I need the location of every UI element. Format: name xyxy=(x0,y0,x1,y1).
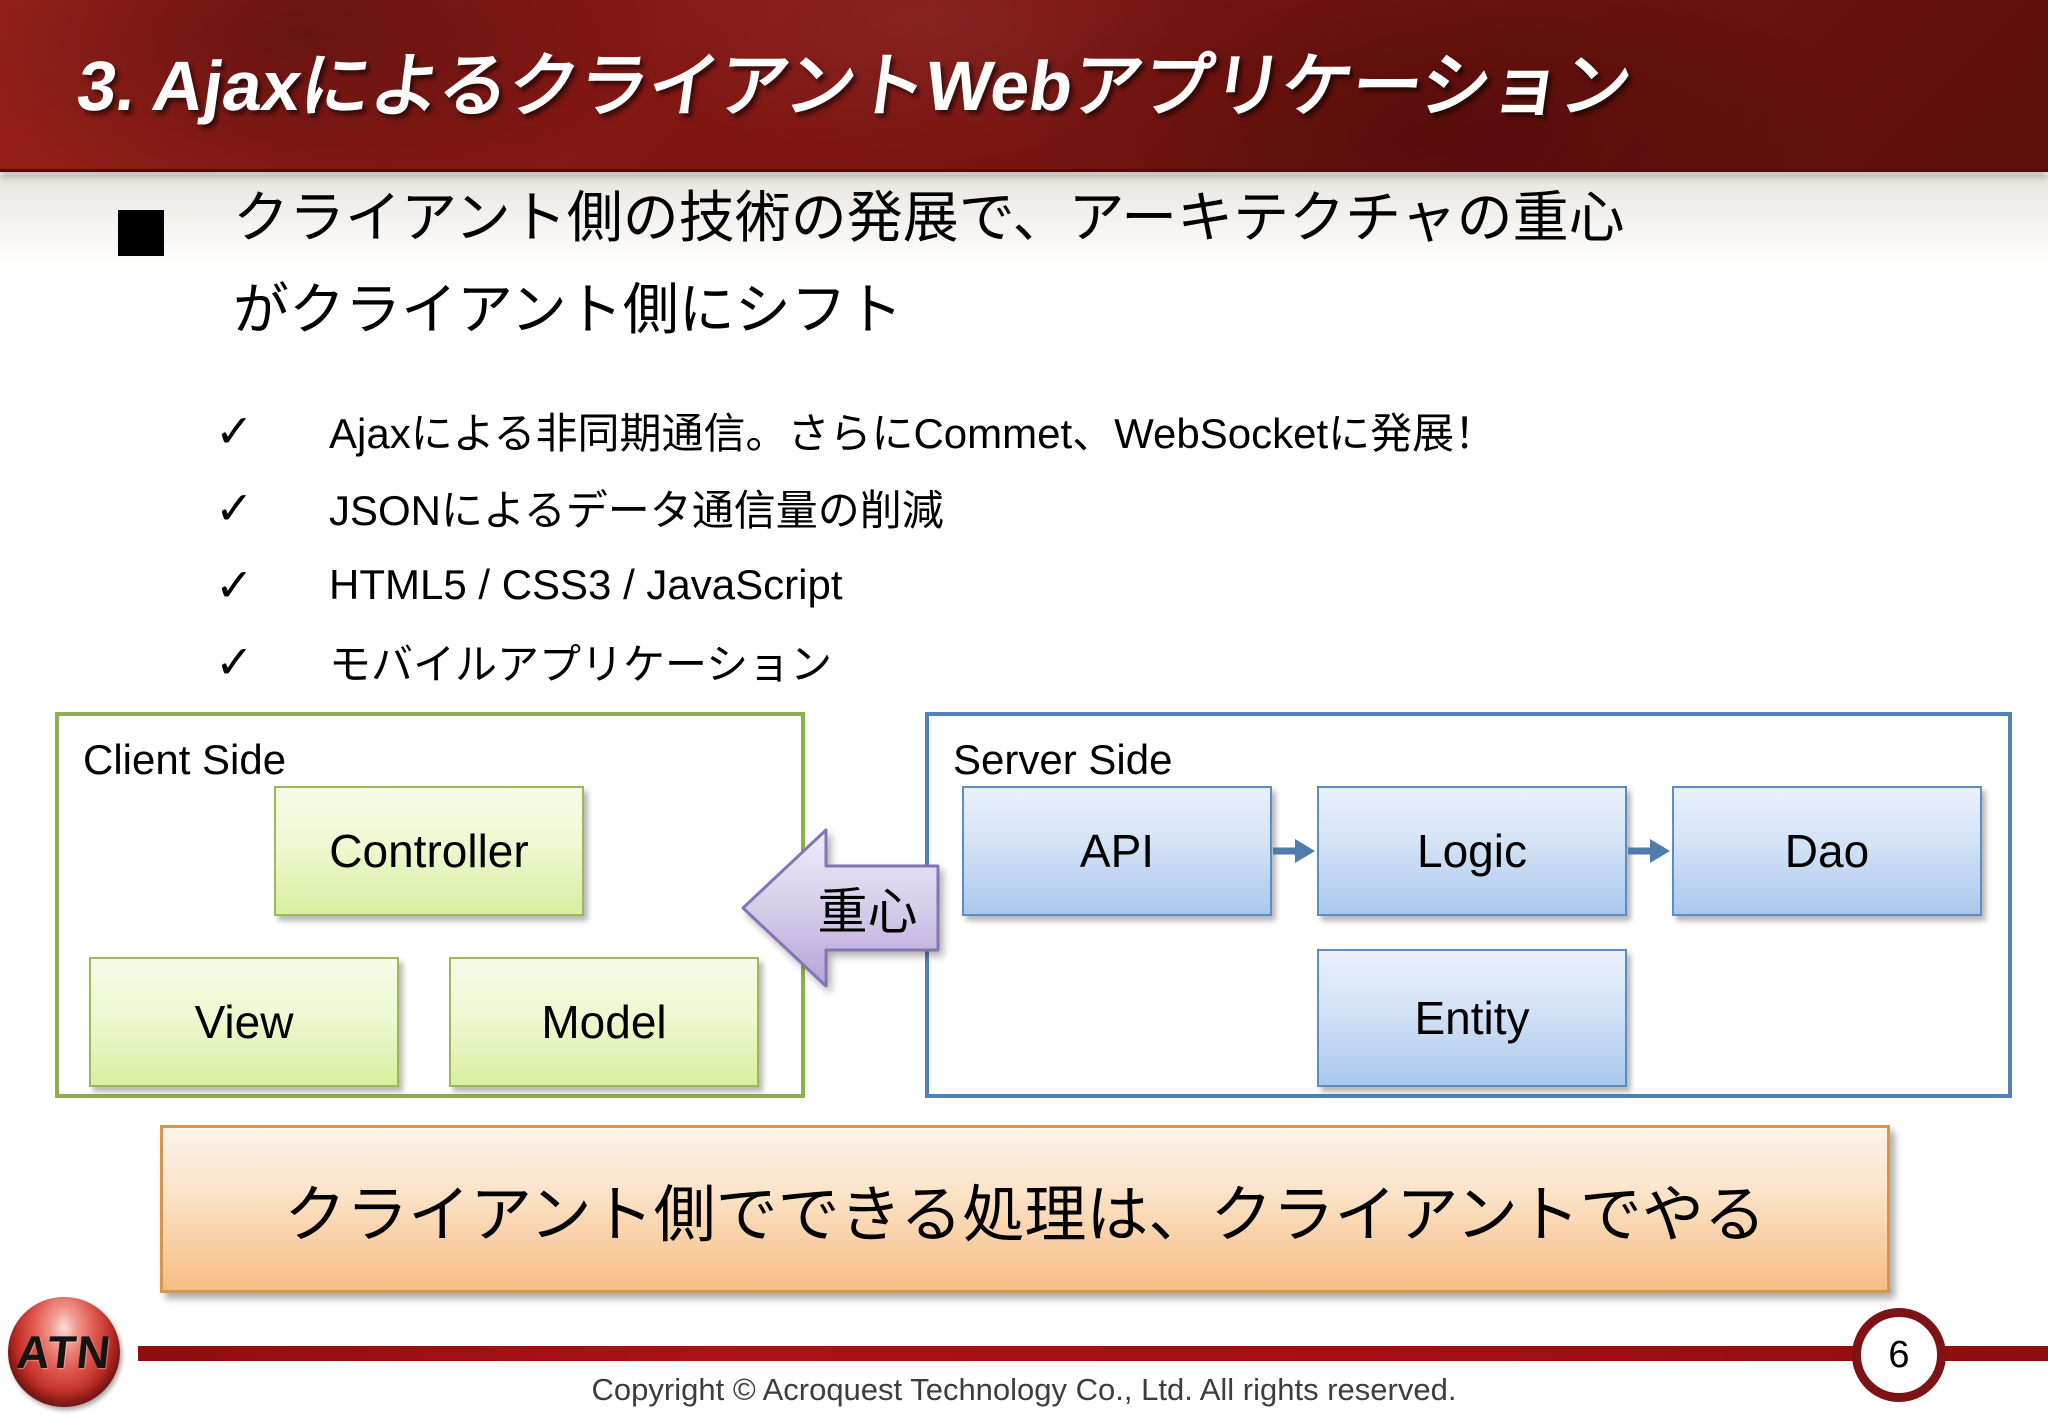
check-item-text: JSONによるデータ通信量の削減 xyxy=(329,487,944,534)
title-bar: 3. AjaxによるクライアントWebアプリケーション xyxy=(0,0,2048,172)
atn-logo: ATN xyxy=(8,1297,120,1407)
header-shadow-band xyxy=(0,175,2048,275)
server-side-label: Server Side xyxy=(953,736,1173,783)
footer-divider-bar xyxy=(138,1346,2048,1361)
checkmark-icon: ✓ xyxy=(215,481,254,534)
list-item: ✓ JSONによるデータ通信量の削減 xyxy=(215,469,1496,546)
left-block-arrow-icon xyxy=(741,828,940,988)
checklist: ✓ Ajaxによる非同期通信。さらにCommet、WebSocketに発展！ ✓… xyxy=(215,392,1496,700)
atn-logo-text: ATN xyxy=(14,1326,114,1378)
copyright-text: Copyright © Acroquest Technology Co., Lt… xyxy=(591,1372,1457,1407)
page-number: 6 xyxy=(1888,1333,1910,1376)
checkmark-icon: ✓ xyxy=(215,558,254,611)
main-bullet-line-2: がクライアント側にシフト xyxy=(233,278,903,341)
entity-box: Entity xyxy=(1317,949,1627,1087)
main-bullet-line-1: クライアント側の技術の発展で、アーキテクチャの重心 xyxy=(233,186,1625,249)
check-item-text: HTML5 / CSS3 / JavaScript xyxy=(329,560,843,608)
shift-arrow-label: 重心 xyxy=(817,884,918,940)
dao-box: Dao xyxy=(1672,786,1982,916)
square-bullet-icon xyxy=(118,210,164,256)
view-box: View xyxy=(89,957,399,1087)
logic-box: Logic xyxy=(1317,786,1627,916)
callout-banner-text: クライアント側でできる処理は、クライアントでやる xyxy=(284,1181,1766,1250)
main-bullet-text: クライアント側の技術の発展で、アーキテクチャの重心 がクライアント側にシフト xyxy=(233,172,1625,356)
api-box: API xyxy=(962,786,1272,916)
check-item-text: モバイルアプリケーション xyxy=(329,641,833,688)
client-side-label: Client Side xyxy=(83,736,287,783)
main-bullet: クライアント側の技術の発展で、アーキテクチャの重心 がクライアント側にシフト xyxy=(118,172,1625,356)
controller-box: Controller xyxy=(274,786,584,916)
check-item-text: Ajaxによる非同期通信。さらにCommet、WebSocketに発展！ xyxy=(329,410,1497,457)
model-box: Model xyxy=(449,957,759,1087)
page-number-badge: 6 xyxy=(1852,1308,1946,1402)
list-item: ✓ Ajaxによる非同期通信。さらにCommet、WebSocketに発展！ xyxy=(215,392,1496,469)
checkmark-icon: ✓ xyxy=(215,635,254,688)
list-item: ✓ HTML5 / CSS3 / JavaScript xyxy=(215,546,1496,623)
checkmark-icon: ✓ xyxy=(215,404,254,457)
callout-banner: クライアント側でできる処理は、クライアントでやる xyxy=(160,1125,1890,1293)
slide-title: 3. AjaxによるクライアントWebアプリケーション xyxy=(72,47,1637,125)
server-side-panel: Server Side API Logic Dao Entity xyxy=(925,712,2012,1098)
client-side-panel: Client Side Controller View Model xyxy=(55,712,805,1098)
list-item: ✓ モバイルアプリケーション xyxy=(215,623,1496,700)
right-arrow-icon xyxy=(1273,839,1315,863)
right-arrow-icon xyxy=(1628,839,1670,863)
